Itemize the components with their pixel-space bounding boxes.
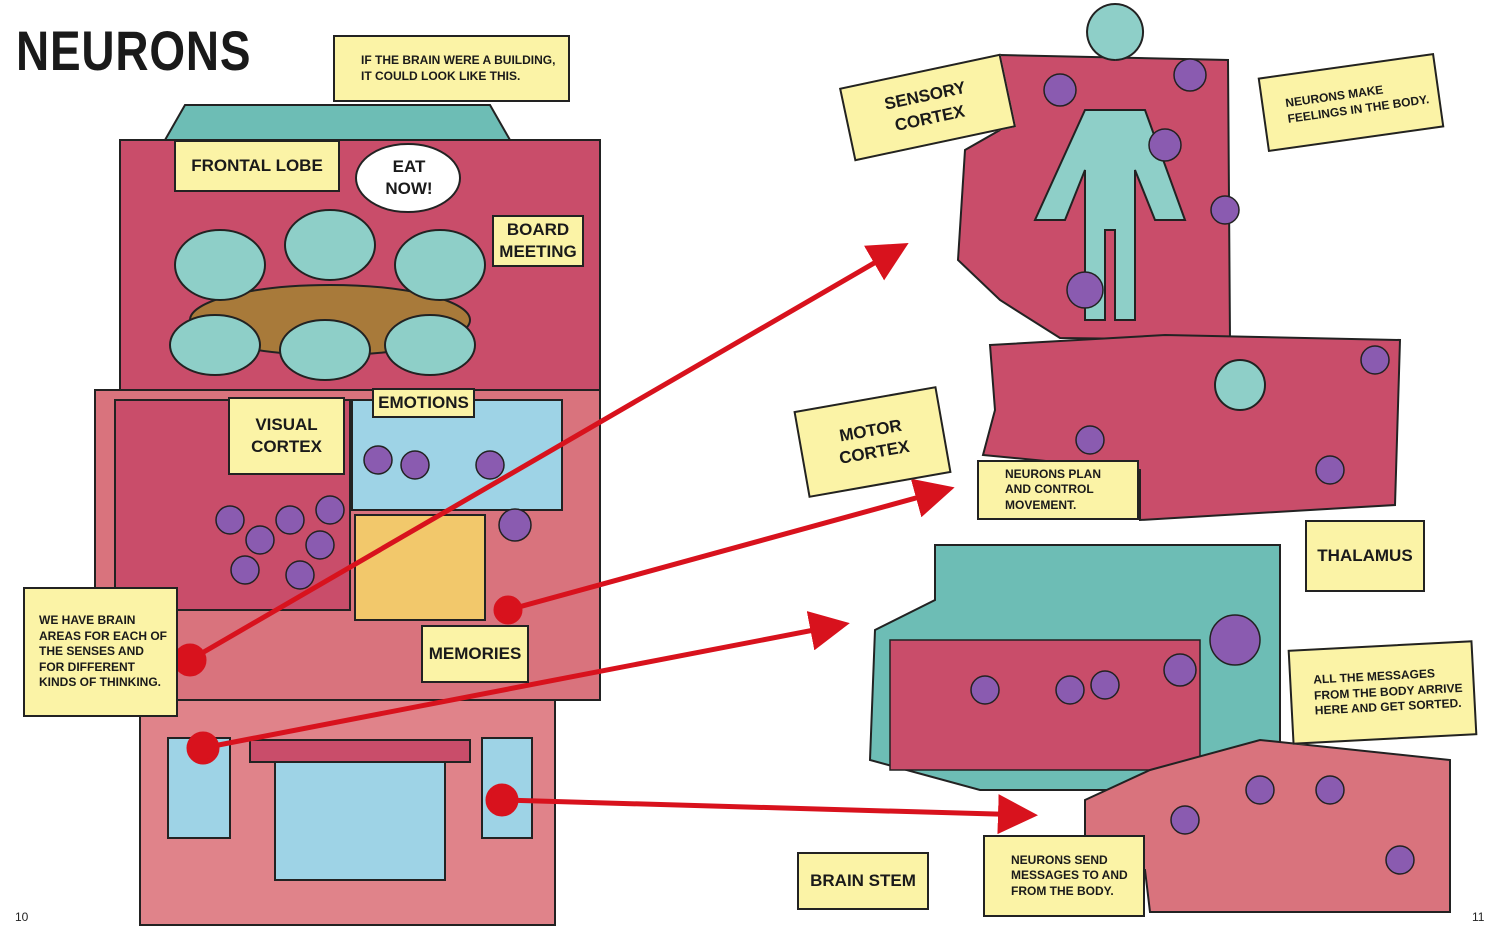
building-roof bbox=[163, 104, 512, 141]
brain-stem-note: NEURONS SEND MESSAGES TO AND FROM THE BO… bbox=[983, 835, 1145, 917]
purple-neurons-right bbox=[970, 58, 1415, 875]
motor-panel bbox=[981, 333, 1402, 522]
thought-bubble bbox=[355, 143, 461, 213]
board-meeting-label: BOARD MEETING bbox=[492, 215, 584, 267]
arrow-to-motor bbox=[507, 478, 955, 613]
brain-stem-label: BRAIN STEM bbox=[797, 852, 929, 910]
visual-cortex-label: VISUAL CORTEX bbox=[228, 397, 345, 475]
page-number-left: 10 bbox=[15, 910, 29, 924]
bookshelf bbox=[354, 514, 486, 621]
motor-note: NEURONS PLAN AND CONTROL MOVEMENT. bbox=[977, 460, 1139, 520]
purple-neurons bbox=[215, 445, 532, 590]
robot-head bbox=[1214, 359, 1266, 411]
arrow-to-sensory bbox=[188, 242, 909, 663]
red-arrows bbox=[173, 242, 1038, 835]
arrow-to-brainstem bbox=[501, 794, 1038, 835]
intro-label: IF THE BRAIN WERE A BUILDING, IT COULD L… bbox=[333, 35, 570, 102]
thought-bubble-text: EAT NOW! bbox=[385, 156, 433, 198]
entrance-doors bbox=[274, 759, 446, 881]
thalamus-hall bbox=[889, 639, 1201, 771]
arrow-to-thalamus bbox=[202, 611, 850, 751]
thalamus-label: THALAMUS bbox=[1305, 520, 1425, 592]
entrance-canopy bbox=[249, 739, 471, 763]
page-number-right: 11 bbox=[1472, 910, 1485, 924]
frontal-lobe-label: FRONTAL LOBE bbox=[174, 140, 340, 192]
brain-areas-label: WE HAVE BRAIN AREAS FOR EACH OF THE SENS… bbox=[23, 587, 178, 717]
emotions-label: EMOTIONS bbox=[372, 388, 475, 418]
page-title: NEURONS bbox=[16, 19, 252, 82]
thalamus-note: ALL THE MESSAGES FROM THE BODY ARRIVE HE… bbox=[1287, 640, 1478, 745]
giant-body bbox=[1033, 3, 1187, 321]
neuron-group bbox=[169, 209, 486, 381]
memories-label: MEMORIES bbox=[421, 625, 529, 683]
